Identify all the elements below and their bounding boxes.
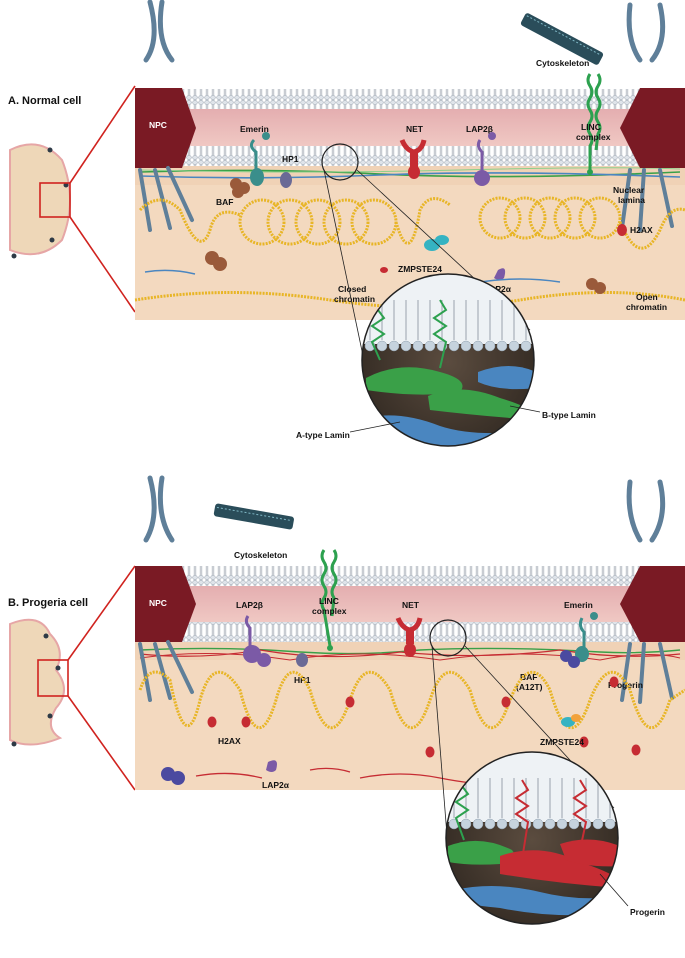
lap2a-protein (266, 760, 277, 772)
baf-protein (230, 178, 250, 198)
closed-chromatin-label-1: Closed (338, 284, 366, 294)
linc-label-1: LINC (319, 596, 339, 606)
npc-left: NPC (135, 0, 196, 232)
emerin-protein (575, 612, 598, 662)
nuclear-lamina-label-1: Nuclear (613, 185, 645, 195)
npc-left: NPC (135, 475, 196, 702)
open-chromatin-label-1: Open (636, 292, 658, 302)
npc-label: NPC (149, 120, 167, 130)
baf-label-2: (A12T) (516, 682, 543, 692)
panel-b-zoom-box (37, 659, 69, 697)
panel-a-callout-line (69, 85, 136, 184)
linc-label-1: LINC (581, 122, 601, 132)
zmpste24-protein (424, 235, 449, 251)
baf-protein-free (161, 767, 185, 785)
outer-membrane (135, 89, 685, 109)
lap2a-label: LAP2α (484, 284, 512, 294)
lap2b-label: LAP2β (236, 600, 263, 610)
lap2b-protein (243, 615, 271, 667)
lap2b-protein (474, 132, 496, 186)
lap2a-protein (494, 268, 506, 280)
emerin-protein (249, 132, 270, 186)
panel-a-callout-line (69, 216, 136, 313)
zmpste24-label: ZMPSTE24 (540, 737, 584, 747)
baf-a12t-protein (560, 650, 580, 668)
h2ax-protein (617, 224, 627, 236)
cytoskeleton-filament (213, 503, 294, 530)
panel-b-title: B. Progeria cell (8, 597, 88, 609)
panel-b: B. Progeria cell NPC (8, 475, 685, 925)
nucleoplasm (135, 660, 685, 790)
zmpste24-protein (561, 714, 581, 727)
zmpste24-label: ZMPSTE24 (398, 264, 442, 274)
a-type-lamin-label: A-type Lamin (296, 430, 350, 440)
hp1-protein (280, 172, 292, 188)
linc-label-2: complex (312, 606, 347, 616)
net-protein (399, 138, 427, 179)
b-lamin-line (139, 169, 681, 178)
emerin-label: Emerin (240, 124, 269, 134)
cytoskeleton-label: Cytoskeleton (536, 58, 589, 68)
net-label: NET (406, 124, 424, 134)
cytoskeleton-filament (520, 13, 604, 65)
lap2a-label: LAP2α (262, 780, 290, 790)
npc-label: NPC (149, 598, 167, 608)
linc-complex (586, 73, 602, 170)
panel-b-inset-ring (445, 751, 619, 925)
net-label: NET (402, 600, 420, 610)
h2ax-proteins (207, 676, 641, 758)
baf-protein-free (205, 251, 606, 294)
nuclear-lamina-label-2: lamina (618, 195, 645, 205)
npc-right (620, 2, 685, 232)
panel-a-zoom-box (39, 182, 71, 218)
panel-b-cell-sketch (9, 565, 136, 791)
linc-label-2: complex (576, 132, 611, 142)
h2ax-label: H2AX (630, 225, 653, 235)
cytoskeleton-label: Cytoskeleton (234, 550, 287, 560)
npc-right (620, 479, 685, 704)
lap2b-label: LAP2β (466, 124, 493, 134)
open-chromatin-label-2: chromatin (626, 302, 667, 312)
h2ax-label: H2AX (218, 736, 241, 746)
emerin-label: Emerin (564, 600, 593, 610)
b-type-lamin-label: B-type Lamin (542, 410, 596, 420)
magnifier-ring (321, 143, 359, 181)
linc-complex (320, 549, 338, 647)
baf-label: BAF (216, 197, 233, 207)
panel-a: A. Normal cell N (8, 0, 685, 447)
progerin-label: Progerin (608, 680, 643, 690)
panel-a-cell-sketch (9, 85, 136, 313)
baf-label-1: BAF (520, 672, 537, 682)
progerin-inset-label: Progerin (630, 907, 665, 917)
a-lamin-line (139, 172, 681, 179)
hp1-protein (296, 653, 308, 667)
closed-chromatin-label-2: chromatin (334, 294, 375, 304)
net-protein (395, 616, 423, 657)
magnifier-ring (429, 619, 467, 657)
hp1-label: HP1 (282, 154, 299, 164)
panel-a-inset (362, 274, 534, 446)
panel-a-title: A. Normal cell (8, 95, 81, 107)
panel-a-inset-ring (361, 273, 535, 447)
